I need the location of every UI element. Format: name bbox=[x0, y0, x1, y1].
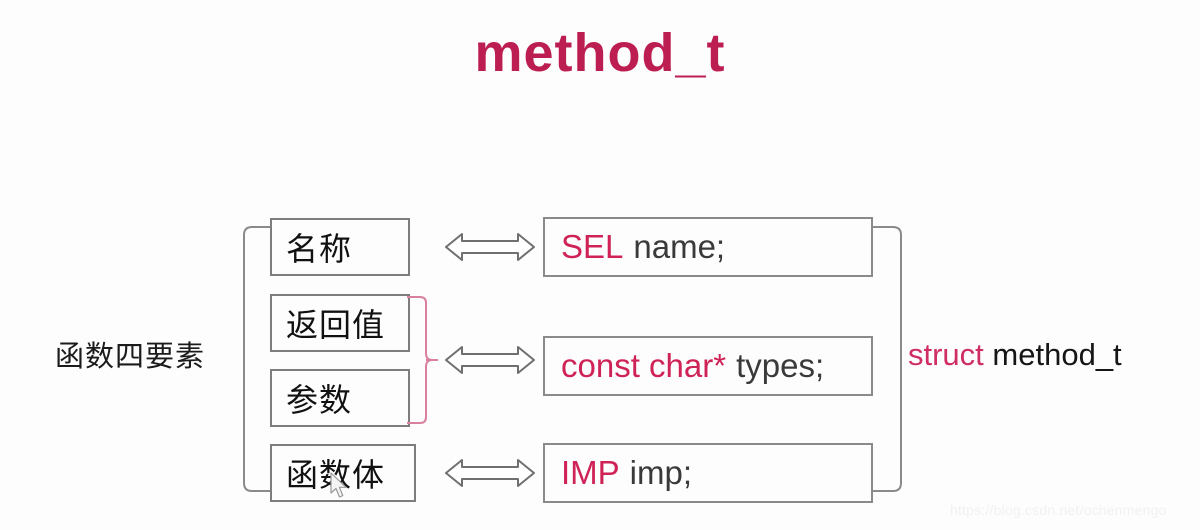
left-box-parameters[interactable]: 参数 bbox=[270, 369, 410, 427]
right-box-types-keyword: const char* bbox=[561, 347, 727, 384]
watermark: https://blog.csdn.net/ochenmengo bbox=[950, 502, 1167, 518]
right-box-imp-keyword: IMP bbox=[561, 454, 620, 491]
left-box-name-label: 名称 bbox=[286, 230, 353, 268]
left-box-return-value[interactable]: 返回值 bbox=[270, 294, 410, 352]
left-box-return-value-label: 返回值 bbox=[286, 306, 386, 344]
left-box-parameters-label: 参数 bbox=[286, 381, 353, 419]
left-box-function-body-label: 函数体 bbox=[286, 456, 386, 494]
right-caption-keyword: struct bbox=[908, 337, 984, 372]
right-box-sel-name[interactable]: SEL name; bbox=[543, 217, 873, 277]
left-box-function-body[interactable]: 函数体 bbox=[270, 444, 416, 502]
right-caption-label: struct method_t bbox=[908, 337, 1122, 373]
double-arrow-name bbox=[444, 231, 536, 263]
right-box-sel-identifier: name; bbox=[633, 228, 726, 265]
double-arrow-types bbox=[444, 344, 536, 376]
left-caption-label: 函数四要素 bbox=[55, 339, 206, 373]
double-arrow-imp bbox=[444, 457, 536, 489]
right-box-imp-imp[interactable]: IMP imp; bbox=[543, 443, 873, 503]
pink-grouping-bracket bbox=[406, 296, 440, 424]
page-title: method_t bbox=[474, 23, 726, 83]
right-box-const-char-types[interactable]: const char* types; bbox=[543, 336, 873, 396]
right-caption-name: method_t bbox=[992, 337, 1122, 372]
right-grouping-bracket bbox=[870, 226, 902, 492]
right-box-imp-identifier: imp; bbox=[629, 454, 693, 491]
left-grouping-bracket bbox=[243, 226, 273, 492]
right-box-sel-keyword: SEL bbox=[561, 228, 624, 265]
left-box-name[interactable]: 名称 bbox=[270, 218, 410, 276]
right-box-types-identifier: types; bbox=[736, 347, 825, 384]
